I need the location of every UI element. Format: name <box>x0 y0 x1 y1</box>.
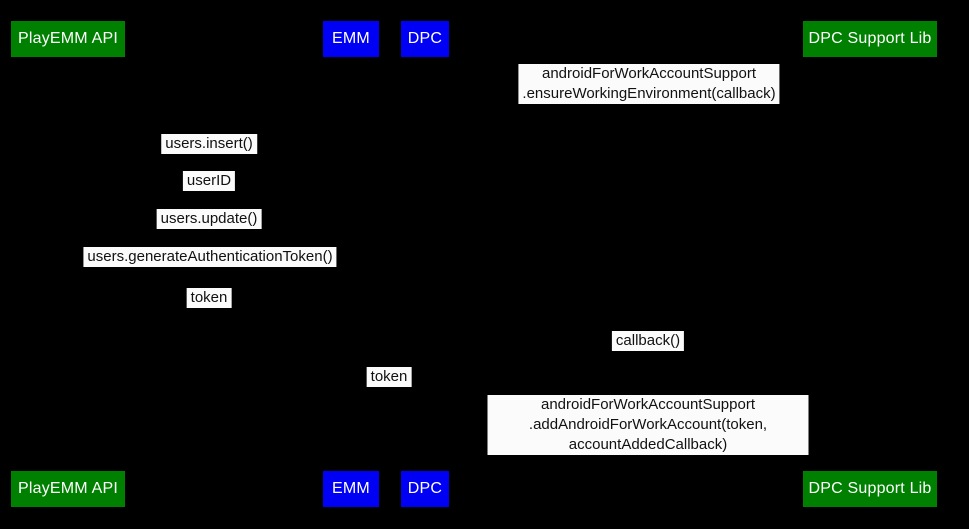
participant-emm-bottom: EMM <box>323 471 379 507</box>
participant-dpc-top: DPC <box>401 21 449 57</box>
message-users-insert: users.insert() <box>161 134 257 154</box>
participant-playemm-api-top: PlayEMM API <box>11 21 125 57</box>
message-users-update: users.update() <box>156 209 262 229</box>
participant-dpc-support-lib-top: DPC Support Lib <box>803 21 937 57</box>
participant-emm-top: EMM <box>323 21 379 57</box>
message-user-id: userID <box>182 171 236 191</box>
message-token-forward: token <box>366 367 412 387</box>
participant-dpc-bottom: DPC <box>401 471 449 507</box>
participant-dpc-support-lib-bottom: DPC Support Lib <box>803 471 937 507</box>
message-ensure-working-environment: androidForWorkAccountSupport .ensureWork… <box>518 64 780 104</box>
message-add-android-for-work-account: androidForWorkAccountSupport .addAndroid… <box>487 395 809 455</box>
message-token-return: token <box>186 288 232 308</box>
participant-playemm-api-bottom: PlayEMM API <box>11 471 125 507</box>
message-generate-authentication-token: users.generateAuthenticationToken() <box>83 247 337 267</box>
message-callback: callback() <box>611 331 685 351</box>
